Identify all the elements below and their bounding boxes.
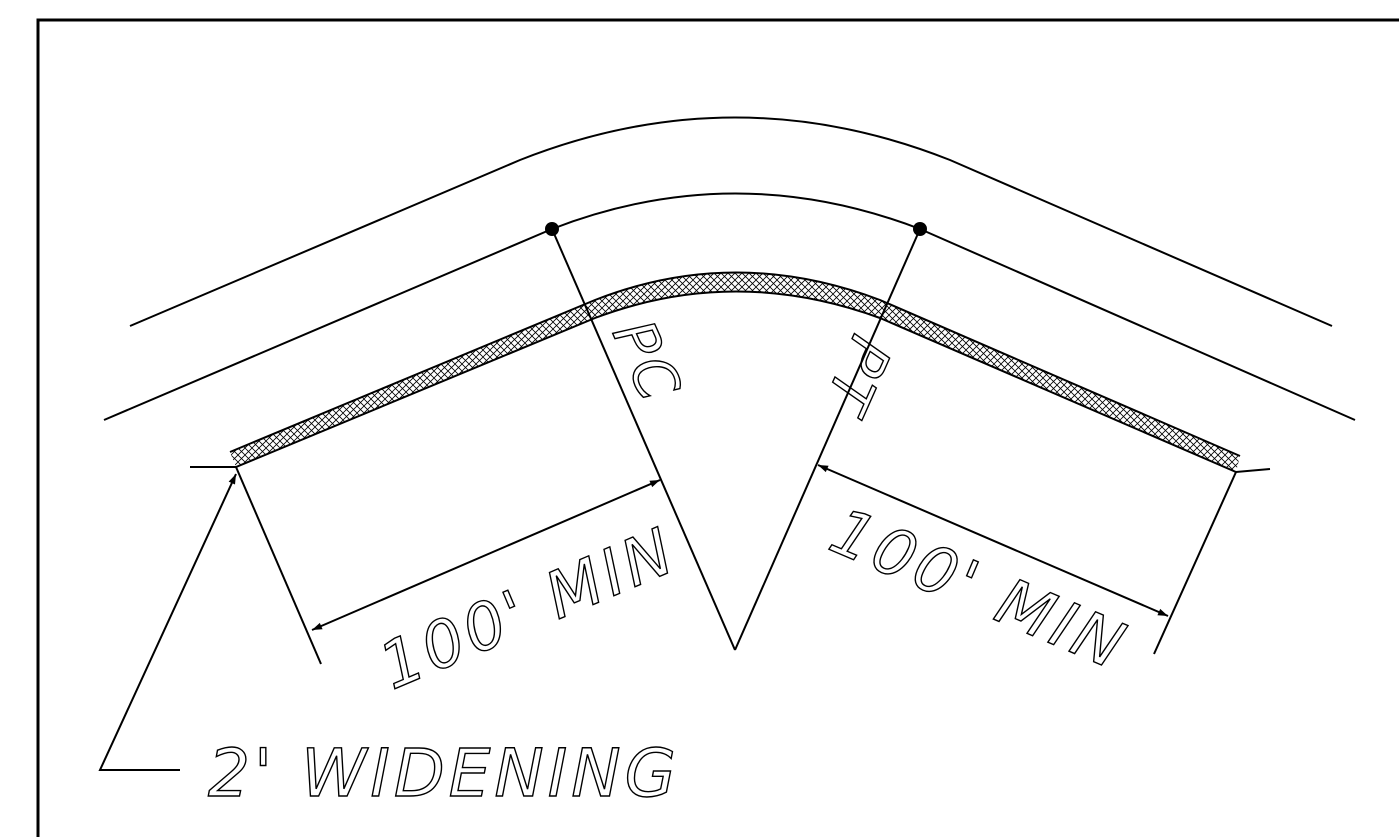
widening-inner-edge: [190, 290, 1271, 474]
widening-outer-edge: [229, 271, 1241, 457]
pc-radial-line: [551, 228, 736, 651]
left-dimension-label: 100' MIN: [369, 514, 687, 705]
pt-label: PT: [810, 326, 904, 426]
left-dimension-arrow: [311, 479, 661, 631]
right-end-extension-line: [1153, 471, 1237, 655]
pc-point: [545, 222, 559, 236]
right-dimension-arrow: [817, 464, 1169, 617]
widening-hatch-area: [230, 272, 1240, 472]
inner-road-edge: [103, 192, 1356, 421]
pt-radial-line: [734, 228, 921, 651]
outer-road-edge: [129, 116, 1333, 327]
widening-callout-label: 2' WIDENING: [208, 735, 680, 812]
left-start-extension-line: [235, 466, 322, 665]
pc-label: PC: [599, 310, 695, 414]
widening-leader-line: [98, 473, 237, 771]
pt-point: [913, 222, 927, 236]
right-dimension-label: 100' MIN: [820, 495, 1138, 686]
drawing-border: [36, 18, 1399, 837]
